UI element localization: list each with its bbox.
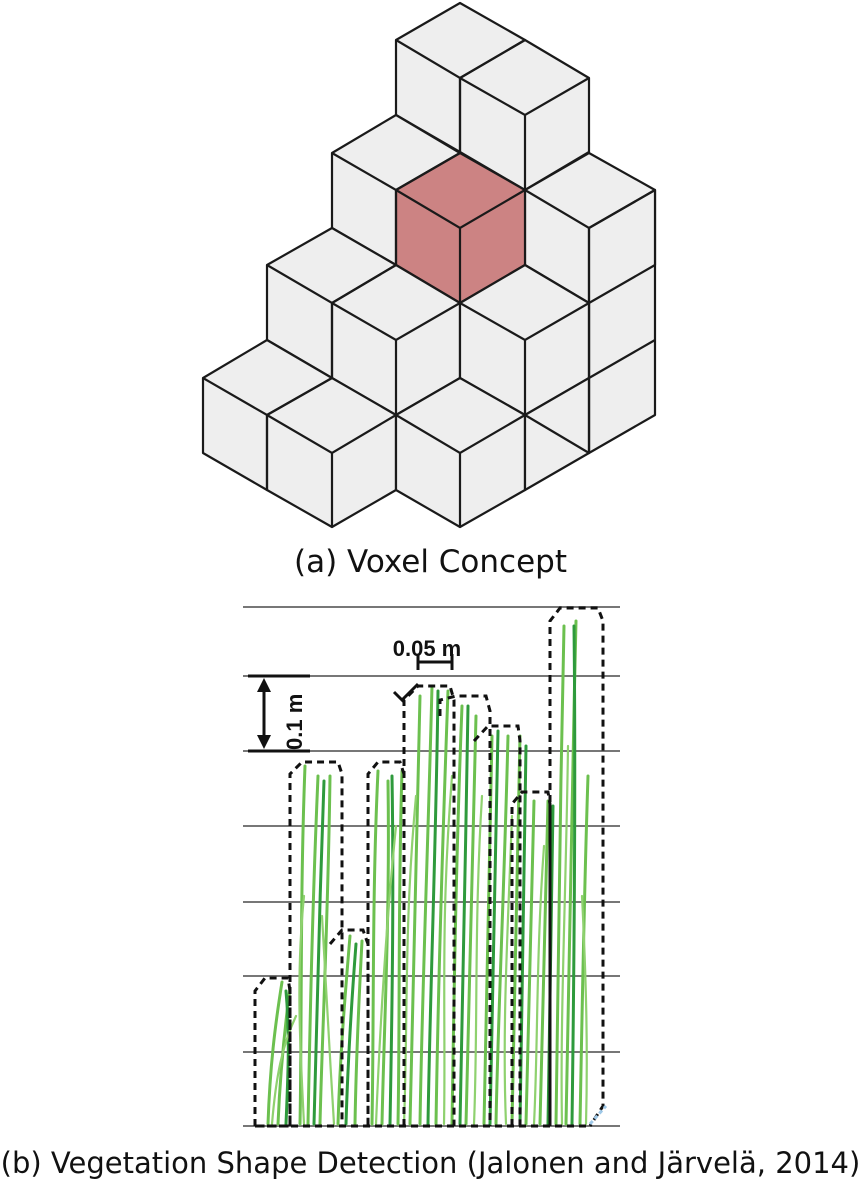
voxel-column-outline <box>366 760 406 1126</box>
caption-vegetation-shape-detection: (b) Vegetation Shape Detection (Jalonen … <box>0 1146 861 1180</box>
voxel-cube <box>587 188 657 455</box>
height-scale-marker <box>248 674 310 753</box>
voxel-outlines <box>253 606 605 1128</box>
voxel-column-outline <box>253 976 292 1128</box>
height-scale-label: 0.1 m <box>282 694 307 750</box>
voxel-column-outline <box>402 684 456 1126</box>
voxel-concept-diagram <box>201 1 657 529</box>
voxel-column-outline <box>548 606 605 1127</box>
voxel-column-outline <box>472 724 522 1126</box>
vegetation-shape-diagram: 0.1 m 0.05 m <box>243 606 620 1128</box>
width-scale-label: 0.05 m <box>393 636 462 661</box>
voxel-column-outline <box>438 694 492 1126</box>
voxel-stack <box>201 1 657 529</box>
vegetation-stems <box>266 619 590 1126</box>
caption-voxel-concept: (a) Voxel Concept <box>294 544 567 580</box>
voxel-column-outline <box>288 760 344 1126</box>
voxel-inner-edges <box>202 39 656 527</box>
voxel-column-outline <box>510 790 552 1126</box>
width-scale-marker <box>392 654 454 704</box>
